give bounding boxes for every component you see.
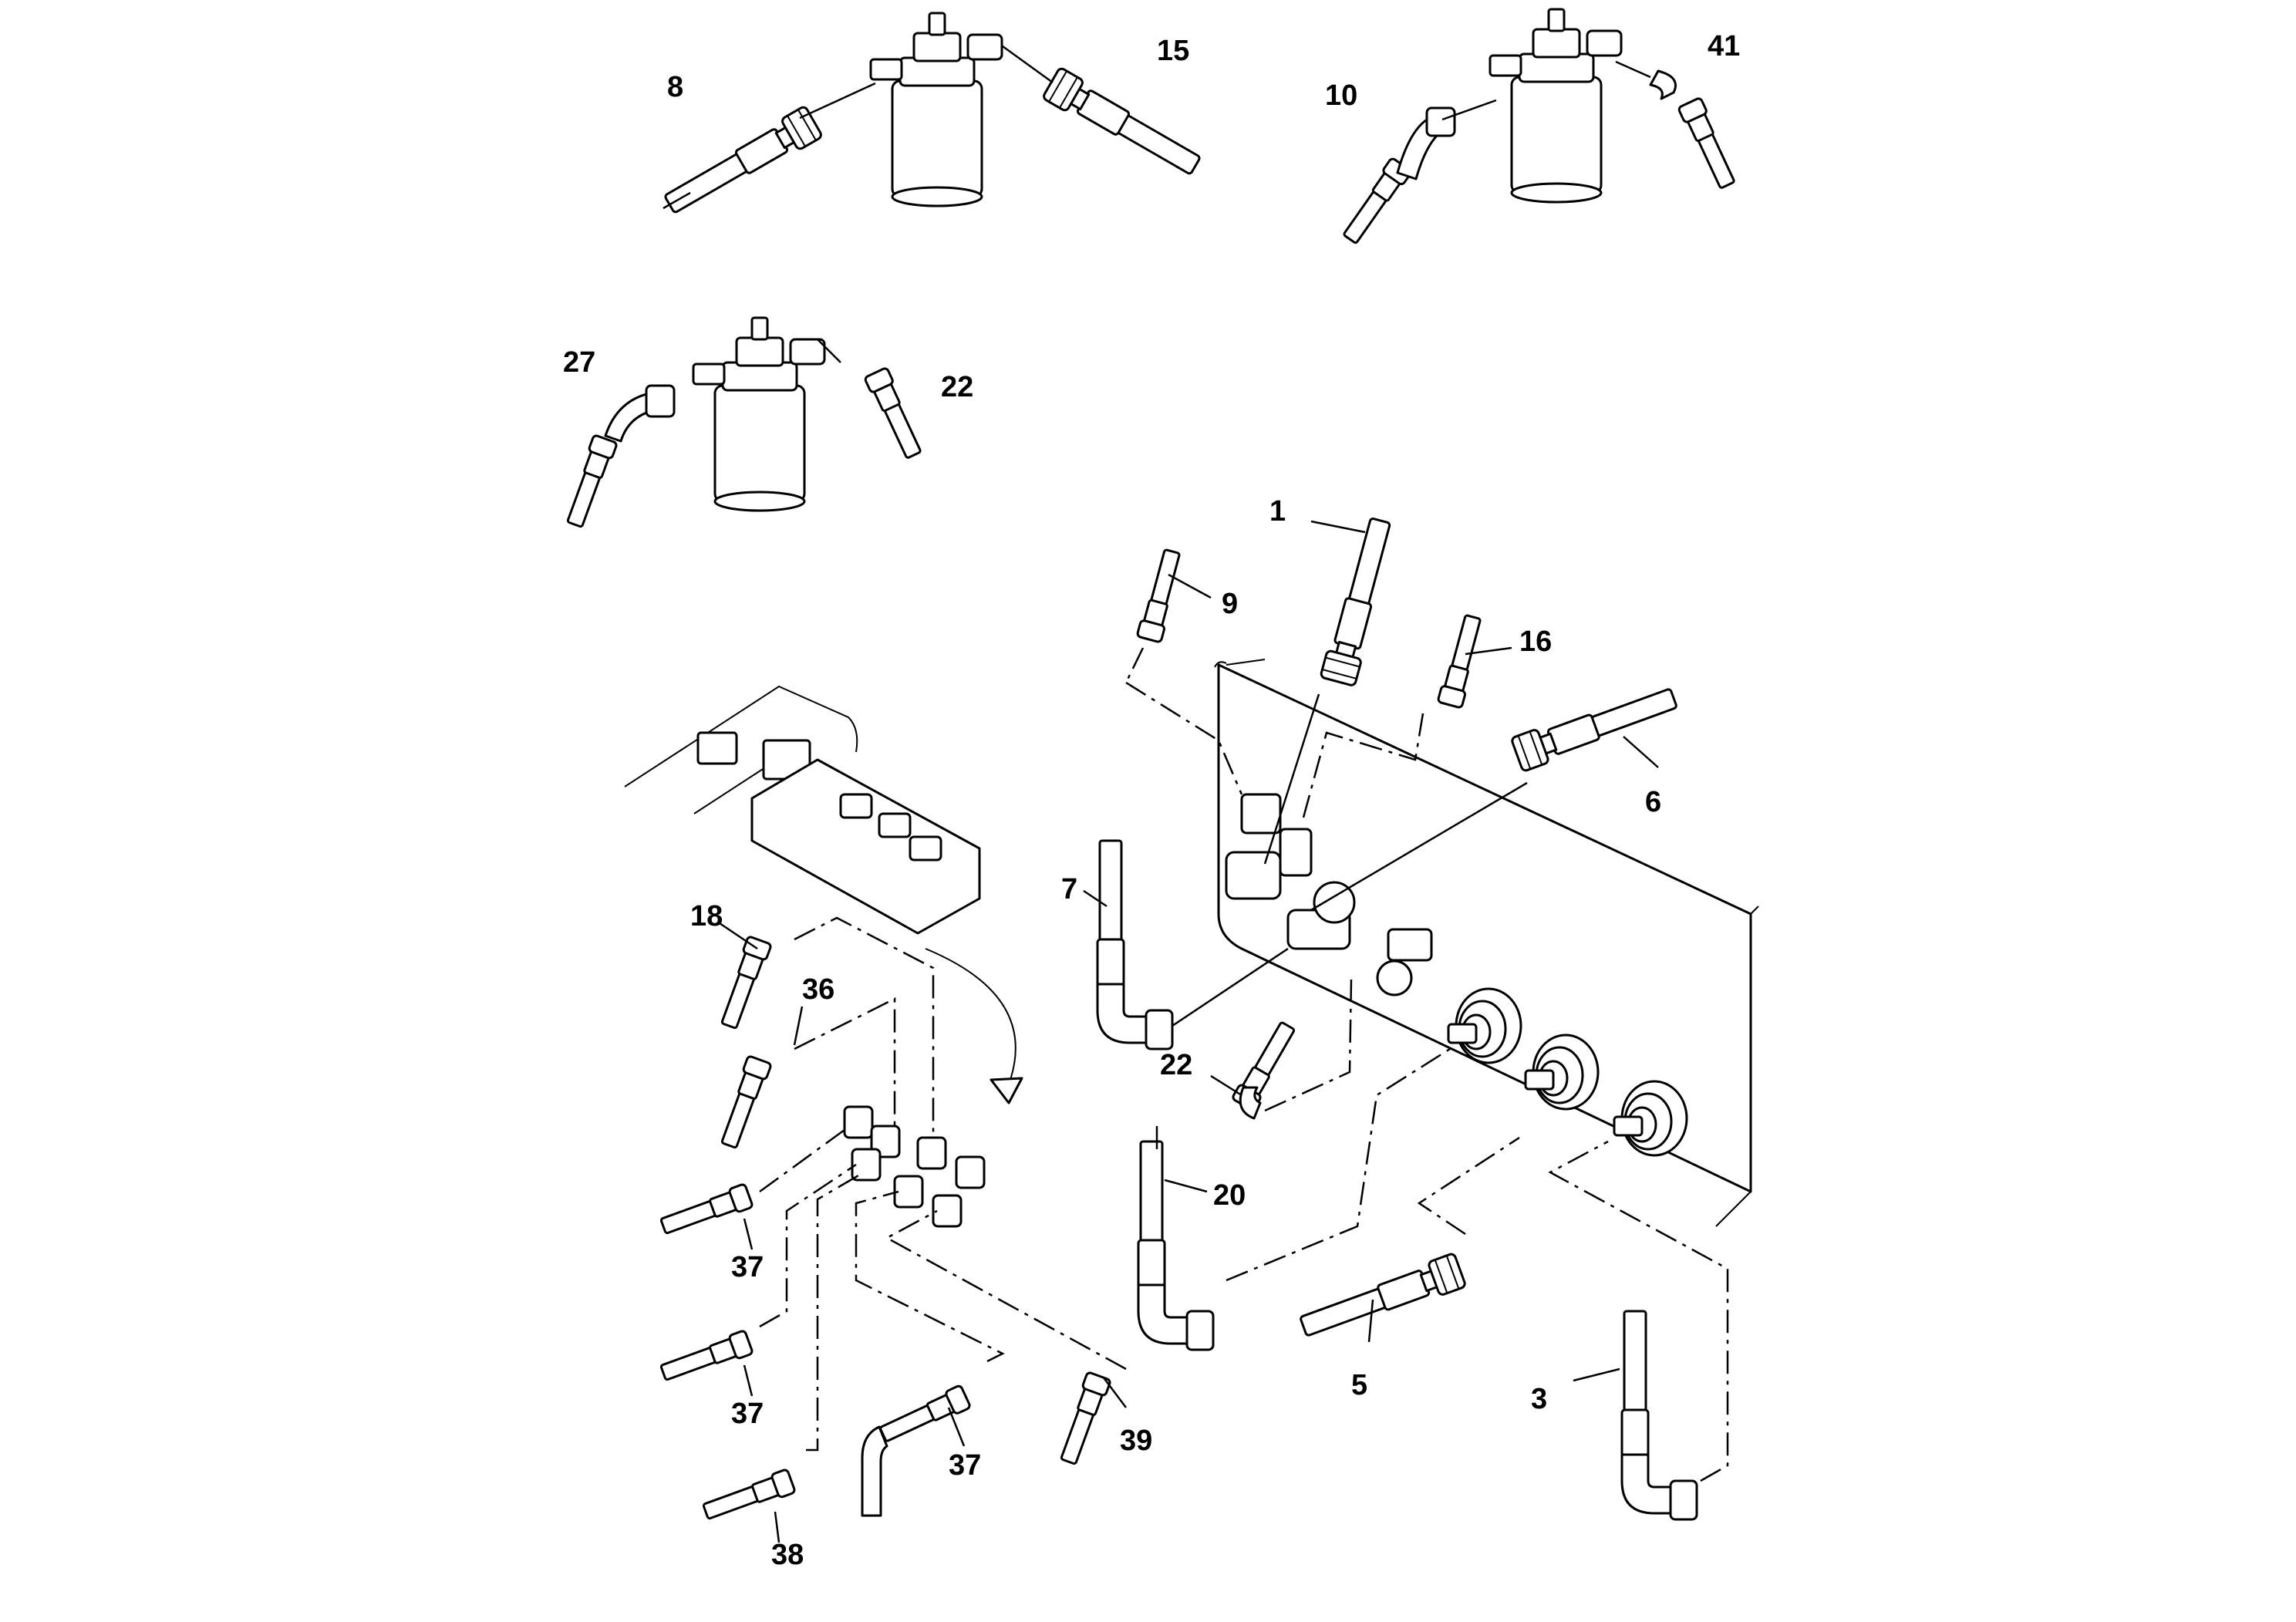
callout-36: 36 [802,973,834,1006]
callout-1: 1 [1269,495,1286,528]
callout-38: 38 [771,1539,804,1571]
callout-37-b: 37 [731,1398,764,1430]
callout-15: 15 [1157,35,1189,67]
callout-39: 39 [1120,1425,1152,1457]
filter-assembly-top-right [1338,8,1741,248]
valve-manifold [624,685,1023,1104]
callout-18: 18 [690,900,723,932]
callout-41: 41 [1708,30,1740,62]
callout-20: 20 [1213,1179,1246,1212]
callout-7: 7 [1061,873,1077,905]
hydraulic-tank [1214,659,1759,1227]
callout-9: 9 [1222,588,1238,620]
callout-3: 3 [1531,1383,1547,1415]
center-hose-parts [1083,514,1729,1521]
lower-left-hose-group [658,916,1127,1543]
callout-5: 5 [1351,1369,1367,1401]
callout-10: 10 [1325,79,1357,112]
callout-27: 27 [563,346,595,379]
callout-8: 8 [667,71,683,103]
callout-37-c: 37 [949,1449,981,1482]
callout-16: 16 [1519,626,1552,658]
filter-assembly-middle-left [561,316,927,530]
callout-22-center: 22 [1160,1049,1192,1081]
filter-assembly-top-left [659,12,1205,221]
callout-37-a: 37 [731,1251,764,1283]
callout-22-top: 22 [941,371,973,403]
callout-6: 6 [1645,786,1661,818]
